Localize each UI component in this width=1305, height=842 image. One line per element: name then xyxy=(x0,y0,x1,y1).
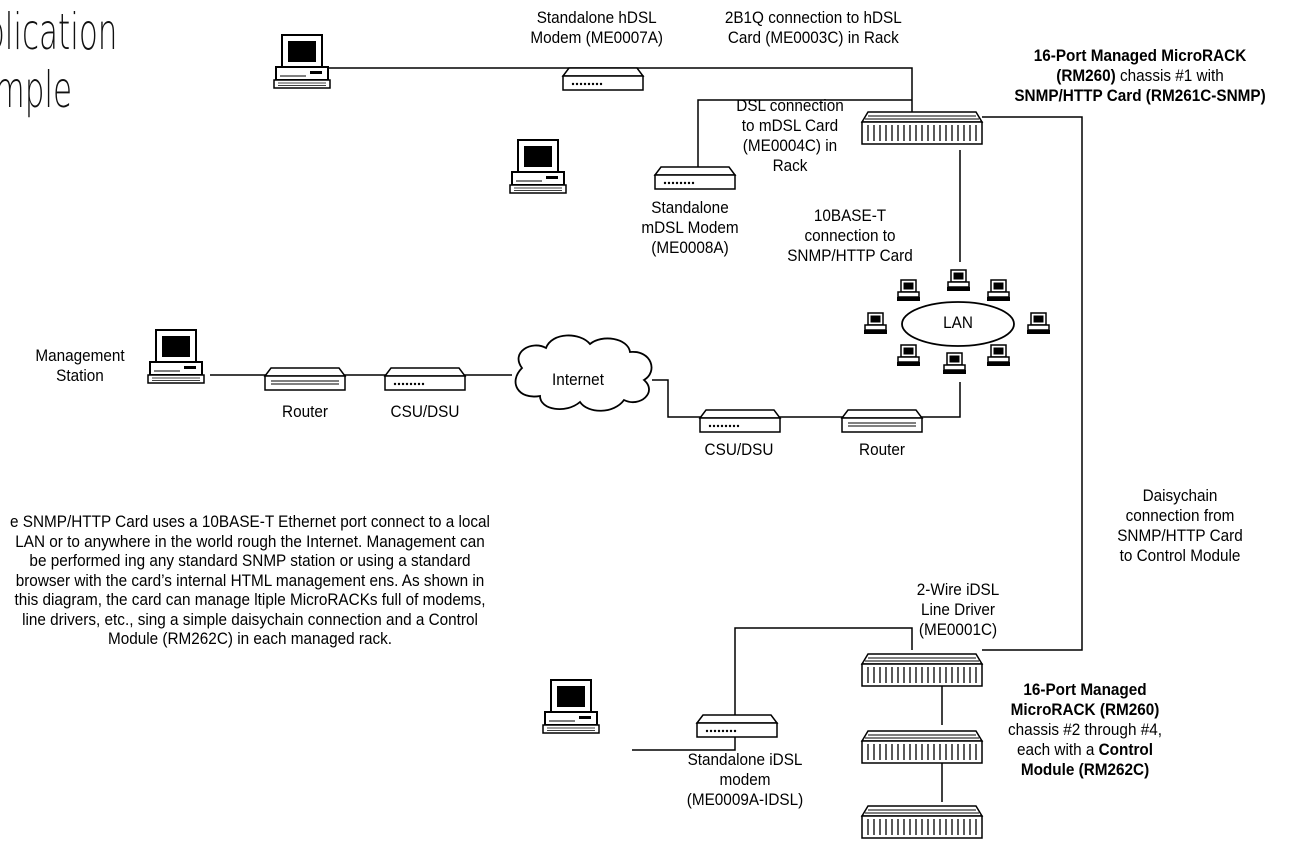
lan-group xyxy=(863,269,1051,375)
router-right-label: Router xyxy=(859,440,905,459)
router-left-icon xyxy=(264,367,346,391)
csu-dsu-right-label: CSU/DSU xyxy=(704,440,774,459)
lan-computer-7-icon xyxy=(942,352,967,375)
dsl-connection-label: DSL connection to mDSL Card (ME0004C) in… xyxy=(736,96,844,175)
standalone-mdsl-label: Standalone mDSL Modem (ME0008A) xyxy=(641,198,739,257)
internet-cloud-icon xyxy=(514,334,653,412)
csu-dsu-left-label: CSU/DSU xyxy=(390,402,460,421)
lan-computer-1-icon xyxy=(896,279,921,302)
daisychain-label: Daisychain connection from SNMP/HTTP Car… xyxy=(1117,486,1243,565)
lan-computer-8-icon xyxy=(986,344,1011,367)
lan-computer-5-icon xyxy=(1026,312,1051,335)
microrack-3-icon xyxy=(861,730,983,764)
page-title-line1: plication xyxy=(0,3,118,61)
router-left-label: Router xyxy=(282,402,328,421)
csu-dsu-left-icon xyxy=(384,367,466,391)
standalone-hdsl-label: Standalone hDSL Modem (ME0007A) xyxy=(530,8,664,47)
csu-dsu-right-icon xyxy=(699,409,781,433)
standalone-idsl-label: Standalone iDSL modem (ME0009A-IDSL) xyxy=(686,750,804,809)
computer-idsl-icon xyxy=(542,679,600,734)
connection-lines xyxy=(210,67,1083,802)
lan-computer-4-icon xyxy=(863,312,888,335)
management-station-computer-icon xyxy=(147,329,205,384)
microrack-1-label: 16-Port Managed MicroRACK (RM260) chassi… xyxy=(1014,46,1266,105)
2b1q-connection-label: 2B1Q connection to hDSL Card (ME0003C) i… xyxy=(724,8,902,47)
internet-label: Internet xyxy=(552,370,604,389)
idsl-modem-icon xyxy=(696,714,778,738)
microrack-1-icon xyxy=(861,111,983,145)
lan-computer-3-icon xyxy=(986,279,1011,302)
page-title-line2: mple xyxy=(0,61,72,119)
10base-t-connection-label: 10BASE-T connection to SNMP/HTTP Card xyxy=(787,206,913,265)
lan-computer-2-icon xyxy=(946,269,971,292)
router-right-icon xyxy=(841,409,923,433)
lan-computer-6-icon xyxy=(896,344,921,367)
lan-ellipse xyxy=(901,301,1015,347)
description-paragraph: e SNMP/HTTP Card uses a 10BASE-T Etherne… xyxy=(10,512,490,648)
hdsl-modem-icon xyxy=(562,67,644,91)
computer-hdsl-icon xyxy=(273,34,331,89)
management-station-label: Management Station xyxy=(35,346,125,385)
microrack-4-icon xyxy=(861,805,983,839)
lan-label: LAN xyxy=(943,313,973,332)
microrack-2-icon xyxy=(861,653,983,687)
microrack-2-4-label: 16-Port Managed MicroRACK (RM260) chassi… xyxy=(1008,680,1162,779)
two-wire-idsl-label: 2-Wire iDSL Line Driver (ME0001C) xyxy=(916,580,1000,639)
computer-mdsl-icon xyxy=(509,139,567,194)
